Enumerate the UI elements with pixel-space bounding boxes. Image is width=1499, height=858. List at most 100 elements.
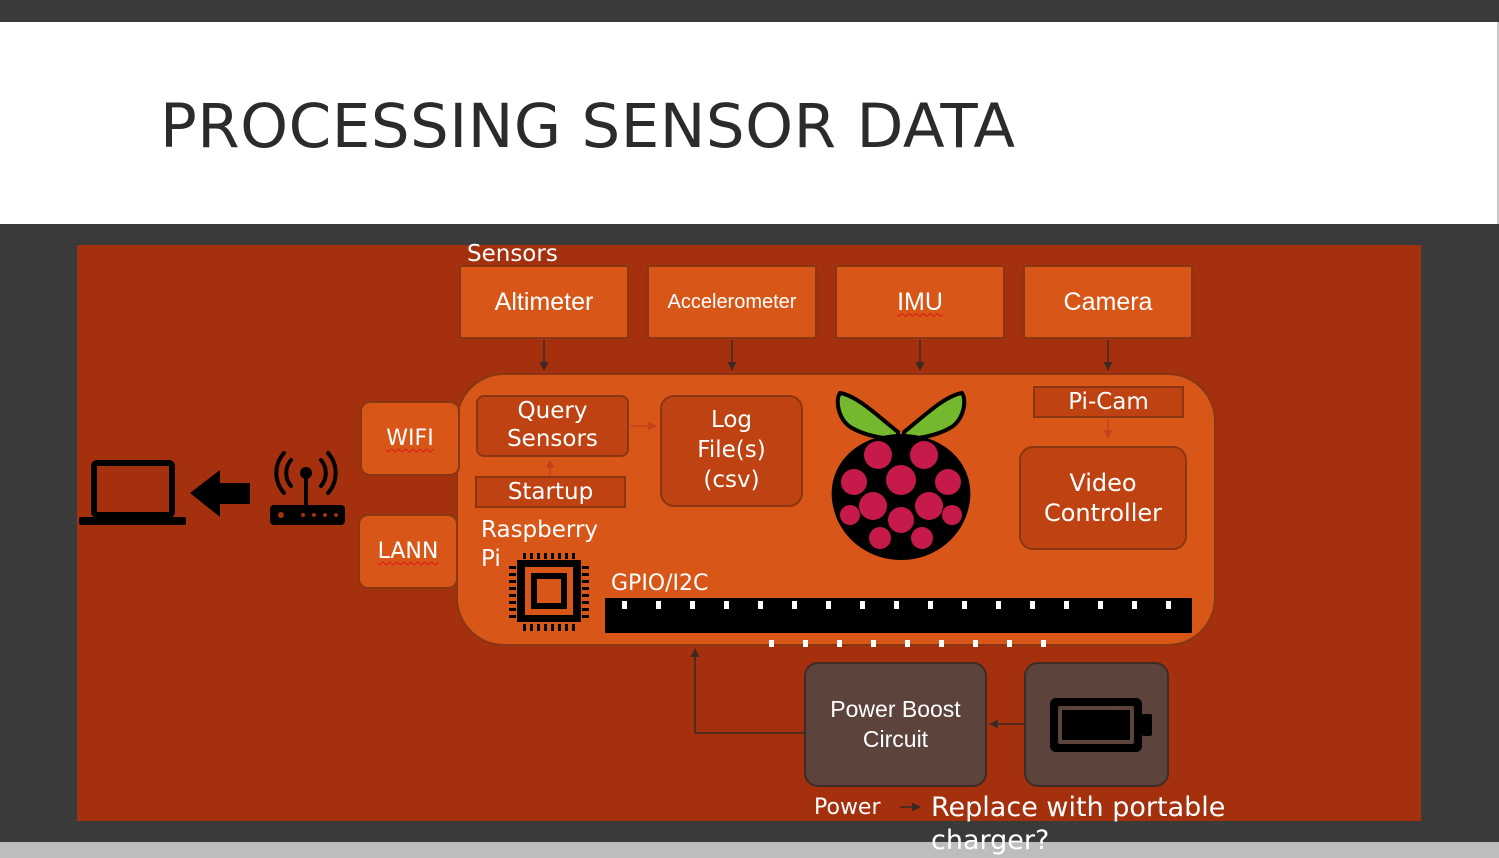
chip-pin (558, 624, 561, 631)
camera-label: Camera (1063, 287, 1153, 316)
wifi-box[interactable]: WIFI (360, 401, 460, 476)
accelerometer-label: Accelerometer (667, 290, 797, 313)
chip-icon (509, 553, 589, 631)
top-bar (0, 0, 1499, 22)
chip-pin (582, 580, 589, 583)
lann-label: LANN (377, 539, 439, 564)
log-line3: (csv) (703, 466, 760, 493)
gpio-pin (792, 601, 797, 609)
raspberry-pi-label: Raspberry Pi (481, 516, 598, 574)
imu-box[interactable]: IMU (835, 265, 1005, 339)
chip-pin (551, 624, 554, 631)
chip-pin (509, 615, 516, 618)
gpio-pin (803, 640, 808, 647)
chip-pin (509, 594, 516, 597)
chip-pin (572, 553, 575, 559)
gpio-pin (1064, 601, 1069, 609)
gpio-label: GPIO/I2C (611, 571, 709, 596)
gpio-pin (1030, 601, 1035, 609)
power-boost-box[interactable]: Power Boost Circuit (804, 662, 987, 787)
chip-pin (582, 587, 589, 590)
chip-pin (523, 624, 526, 631)
chip-pin (509, 601, 516, 604)
video-line2: Controller (1043, 499, 1163, 527)
camera-box[interactable]: Camera (1023, 265, 1193, 339)
chip-pin (509, 608, 516, 611)
picam-box[interactable]: Pi-Cam (1033, 386, 1184, 418)
gpio-pin (928, 601, 933, 609)
boost-line2: Circuit (862, 725, 929, 752)
altimeter-box[interactable]: Altimeter (459, 265, 629, 339)
video-line1: Video (1069, 469, 1137, 497)
chip-pin (558, 553, 561, 559)
query-line2: Sensors (507, 426, 598, 452)
chip-pin (537, 553, 540, 559)
gpio-pin (758, 601, 763, 609)
sensors-label: Sensors (467, 241, 558, 267)
replace-note-line1: Replace with portable (931, 792, 1226, 823)
accelerometer-box[interactable]: Accelerometer (647, 265, 817, 339)
router-icon (270, 451, 345, 525)
raspberry-pi-label-line1: Raspberry (481, 517, 599, 543)
raspberry-pi-logo (831, 390, 971, 560)
gpio-pin (962, 601, 967, 609)
lann-box[interactable]: LANN (358, 514, 458, 589)
chip-pin (572, 624, 575, 631)
query-sensors-box[interactable]: Query Sensors (476, 395, 629, 457)
chip-pin (544, 624, 547, 631)
replace-note: Replace with portable charger? (931, 791, 1225, 857)
log-line2: File(s) (697, 437, 766, 464)
chip-pin (509, 566, 516, 569)
altimeter-label: Altimeter (494, 287, 594, 316)
gpio-pin (860, 601, 865, 609)
battery-icon (1050, 698, 1152, 752)
chip-pin (565, 553, 568, 559)
gpio-pin (1098, 601, 1103, 609)
gpio-pin (826, 601, 831, 609)
startup-label: Startup (507, 479, 594, 505)
arrow-left-icon (190, 470, 250, 517)
gpio-pin (871, 640, 876, 647)
chip-pin (523, 553, 526, 559)
bottom-strip (0, 842, 1499, 858)
gpio-pin (837, 640, 842, 647)
gpio-pin (690, 601, 695, 609)
chip-pin (530, 553, 533, 559)
chip-pin (582, 573, 589, 576)
gpio-pin (622, 601, 627, 609)
gpio-pin (939, 640, 944, 647)
gpio-pin (894, 601, 899, 609)
startup-box[interactable]: Startup (475, 476, 626, 508)
arrow-boost-to-gpio (690, 648, 804, 734)
chip-pin (544, 553, 547, 559)
chip-pin (565, 624, 568, 631)
gpio-pin (1132, 601, 1137, 609)
chip-pin (582, 594, 589, 597)
chip-pin (582, 615, 589, 618)
gpio-pin (1041, 640, 1046, 647)
chip-pin (582, 608, 589, 611)
slide-title: PROCESSING SENSOR DATA (160, 91, 1016, 162)
gpio-pin (724, 601, 729, 609)
picam-label: Pi-Cam (1068, 389, 1149, 415)
gpio-pin (769, 640, 774, 647)
wifi-label: WIFI (386, 426, 434, 451)
gpio-pin (996, 601, 1001, 609)
imu-label: IMU (897, 287, 943, 316)
chip-pin (509, 580, 516, 583)
gpio-pin (1007, 640, 1012, 647)
laptop-icon (79, 460, 186, 525)
chip-pin (582, 601, 589, 604)
gpio-pin (973, 640, 978, 647)
log-line1: Log (710, 407, 753, 434)
gpio-pin (905, 640, 910, 647)
gpio-pin (1166, 601, 1171, 609)
log-files-box[interactable]: Log File(s) (csv) (660, 395, 803, 507)
gpio-pin (656, 601, 661, 609)
chip-pin (509, 587, 516, 590)
chip-pin (530, 624, 533, 631)
video-controller-box[interactable]: Video Controller (1019, 446, 1187, 550)
query-line1: Query (517, 398, 588, 425)
gpio-header (605, 598, 1192, 647)
